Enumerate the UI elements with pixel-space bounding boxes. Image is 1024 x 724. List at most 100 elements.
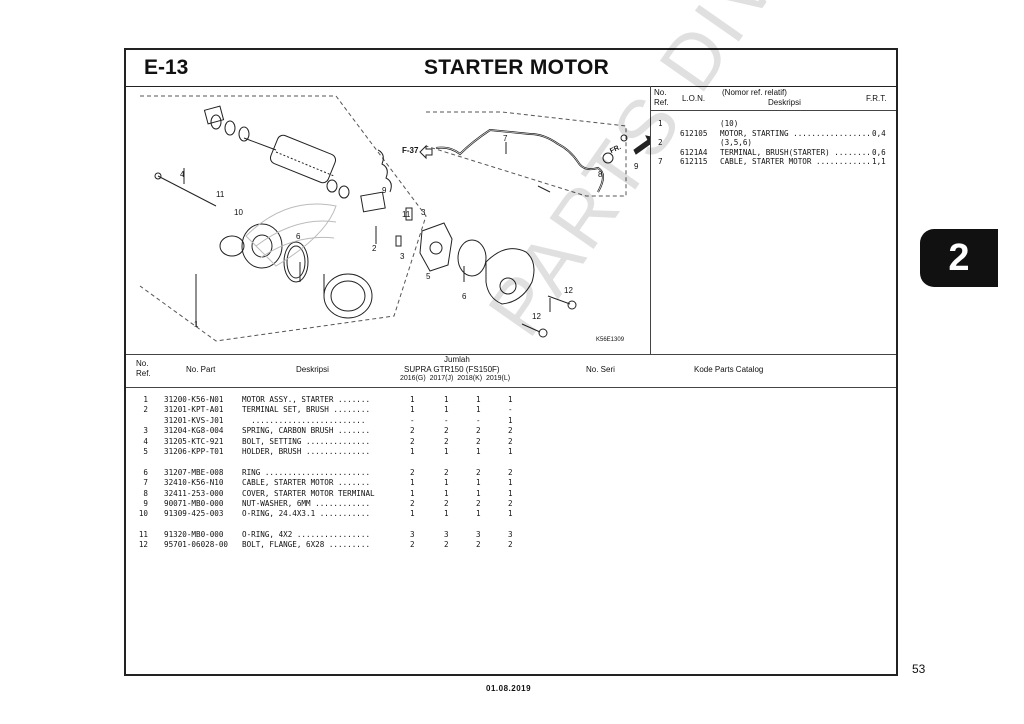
quantity-cell: 2 xyxy=(508,426,513,436)
quantity-cell: 3 xyxy=(476,530,481,540)
callout-6b: 6 xyxy=(462,292,467,301)
page-title: STARTER MOTOR xyxy=(424,56,610,79)
part-ref: 3 xyxy=(143,426,148,436)
part-ref: 6 xyxy=(143,467,148,477)
quantity-cell: 1 xyxy=(444,509,449,519)
quantity-cell: 1 xyxy=(476,405,481,415)
part-number: 31205-KTC-921 xyxy=(164,436,224,446)
labor-cell-desc: CABLE, STARTER MOTOR ............ xyxy=(720,157,871,166)
part-ref: 9 xyxy=(143,498,148,508)
parts-row: 12 95701-06028-00 BOLT, FLANGE, 6X28 .....… xyxy=(126,540,896,550)
callout-8: 8 xyxy=(598,170,603,179)
part-description: TERMINAL SET, BRUSH ........ xyxy=(242,405,371,415)
section-code: E-13 xyxy=(144,56,189,79)
labor-cell-lon: 612115 xyxy=(680,157,708,166)
labor-cell-lon: 6121A4 xyxy=(680,147,708,157)
part-ref: 1 xyxy=(143,395,148,404)
part-description: MOTOR ASSY., STARTER ....... xyxy=(242,395,371,404)
quantity-cell: 1 xyxy=(508,509,513,519)
labor-cell-frt: 0,4 xyxy=(872,128,886,138)
part-description: O-RING, 24.4X3.1 ........... xyxy=(242,509,371,519)
labor-cell-desc: TERMINAL, BRUSH(STARTER) ........ xyxy=(720,147,871,157)
quantity-cell: 1 xyxy=(476,478,481,488)
col-nomor: (Nomor ref. relatif) xyxy=(722,88,787,97)
col-deskripsi: Deskripsi xyxy=(768,98,801,107)
quantity-cell: 3 xyxy=(508,530,513,540)
col-frt: F.R.T. xyxy=(866,94,887,103)
part-ref: 4 xyxy=(143,436,148,446)
callout-5: 5 xyxy=(426,272,431,281)
quantity-cell: 1 xyxy=(410,509,415,519)
catalog-page-frame: E-13 STARTER MOTOR xyxy=(124,48,898,676)
quantity-cell: 1 xyxy=(410,405,415,415)
row-spacer xyxy=(126,457,896,467)
labor-row: 1 (10) xyxy=(650,119,896,129)
parts-row: 31201-KVS-J01 ......................... -… xyxy=(126,416,896,426)
labor-cell-lon: 612105 xyxy=(680,128,708,138)
quantity-cell: 1 xyxy=(444,395,449,404)
quantity-cell: 1 xyxy=(508,446,513,456)
parts-list: 1 31200-K56-N01 MOTOR ASSY., STARTER .....… xyxy=(126,395,896,551)
part-description: CABLE, STARTER MOTOR ....... xyxy=(242,478,371,488)
part-number: 31204-KG8-004 xyxy=(164,426,224,436)
part-number: 31200-K56-N01 xyxy=(164,395,224,404)
part-ref: 12 xyxy=(138,540,148,550)
labor-cell-desc: (10) xyxy=(720,119,739,128)
quantity-cell: 1 xyxy=(508,395,513,404)
labor-cell-desc: (3,5,6) xyxy=(720,138,753,147)
quantity-cell: 2 xyxy=(410,467,415,477)
parts-row: 1 31200-K56-N01 MOTOR ASSY., STARTER .....… xyxy=(126,395,896,405)
callout-10: 10 xyxy=(234,208,243,217)
exploded-diagram: F-37 FR. 1 2 3 3 4 5 6 6 7 8 9 9 10 11 1… xyxy=(126,86,657,354)
labor-row: 2(3,5,6) xyxy=(650,138,896,148)
col-kode-catalog: Kode Parts Catalog xyxy=(694,365,764,374)
part-number: 31201-KVS-J01 xyxy=(164,415,224,425)
parts-table-header: No. Ref. No. Part Deskripsi Jumlah SUPRA… xyxy=(126,354,896,388)
col-no-ref: No. Ref. xyxy=(654,88,669,107)
callout-11b: 11 xyxy=(402,210,411,219)
quantity-cell: 1 xyxy=(508,488,513,498)
starter-motor-drawing xyxy=(139,95,657,342)
quantity-cell: - xyxy=(410,415,415,425)
part-description: RING ....................... xyxy=(242,467,371,477)
parts-row: 3 31204-KG8-004 SPRING, CARBON BRUSH .....… xyxy=(126,426,896,436)
part-number: 31206-KPP-T01 xyxy=(164,446,224,456)
quantity-cell: 2 xyxy=(444,436,449,446)
part-description: ......................... xyxy=(242,415,366,425)
quantity-cell: 1 xyxy=(476,488,481,498)
part-number: 95701-06028-00 xyxy=(164,540,229,550)
quantity-cell: 2 xyxy=(444,540,449,550)
callout-6a: 6 xyxy=(296,232,301,241)
quantity-cell: 2 xyxy=(476,540,481,550)
callout-9b: 9 xyxy=(382,186,387,195)
quantity-cell: 2 xyxy=(508,436,513,446)
part-ref: 8 xyxy=(143,488,148,498)
callout-11a: 11 xyxy=(216,190,225,199)
model-name: SUPRA GTR150 (FS150F) xyxy=(404,365,500,374)
quantity-cell: 2 xyxy=(476,426,481,436)
labor-table-header: No. Ref. L.O.N. (Nomor ref. relatif) Des… xyxy=(650,86,896,111)
callout-3a: 3 xyxy=(421,208,426,217)
labor-cell-no: 1 xyxy=(658,119,663,128)
callout-12a: 12 xyxy=(564,286,573,295)
part-description: SPRING, CARBON BRUSH ....... xyxy=(242,426,371,436)
part-description: BOLT, FLANGE, 6X28 ......... xyxy=(242,540,371,550)
quantity-cell: 2 xyxy=(410,436,415,446)
quantity-cell: - xyxy=(508,405,513,415)
quantity-cell: 2 xyxy=(444,467,449,477)
part-number: 31207-MBE-008 xyxy=(164,467,224,477)
quantity-cell: 1 xyxy=(444,488,449,498)
quantity-cell: 2 xyxy=(410,540,415,550)
col-jumlah: Jumlah xyxy=(444,355,470,364)
part-ref: 11 xyxy=(138,530,148,540)
parts-row: 6 31207-MBE-008 RING .....................… xyxy=(126,468,896,478)
quantity-cell: 1 xyxy=(508,415,513,425)
